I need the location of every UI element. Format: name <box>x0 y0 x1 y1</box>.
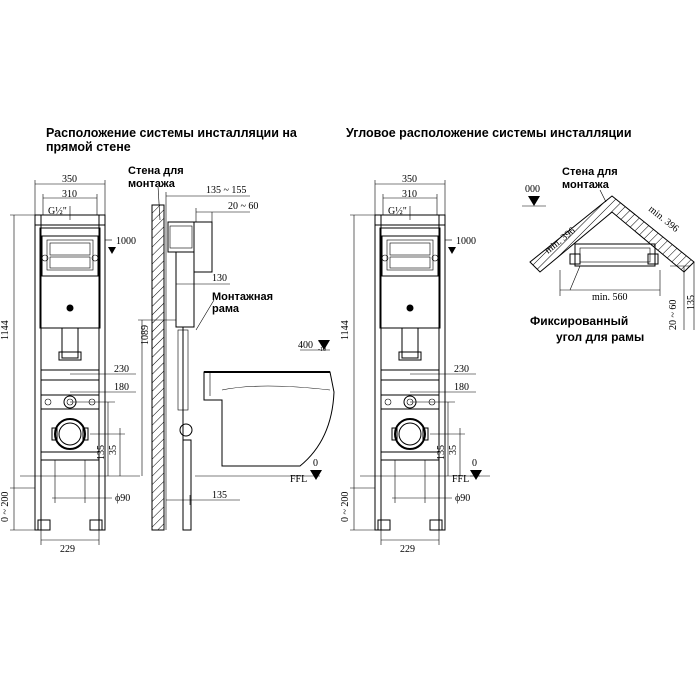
dim-1000-right: 1000 <box>456 236 476 247</box>
dim-135-corner: 135 <box>686 295 697 310</box>
dim-400-tol-minus: -10 <box>318 347 326 353</box>
dim-35-left: 35 <box>108 445 119 455</box>
dim-min560: min. 560 <box>592 292 628 303</box>
dim-130: 130 <box>212 273 227 284</box>
dim-230-left: 230 <box>114 364 129 375</box>
dim-000: 000 <box>525 184 540 195</box>
label-mount-wall-right-1: Стена для <box>562 166 618 178</box>
title-corner: Угловое расположение системы инсталляции <box>346 126 632 140</box>
dim-0-200-right: 0 ~ 200 <box>340 492 351 522</box>
dim-400-tol-plus: +10 <box>318 340 327 346</box>
dim-0-200-left: 0 ~ 200 <box>0 492 11 522</box>
zero-mark-left: 0 <box>313 458 318 469</box>
dim-230-right: 230 <box>454 364 469 375</box>
ffl-label-left: FFL <box>290 474 307 485</box>
dim-180-right: 180 <box>454 382 469 393</box>
dim-35-right: 35 <box>448 445 459 455</box>
zero-mark-right: 0 <box>472 458 477 469</box>
dim-229-left: 229 <box>60 544 75 555</box>
ffl-label-right: FFL <box>452 474 469 485</box>
dim-g12-right: G½" <box>388 206 407 217</box>
dim-1144-right: 1144 <box>340 320 351 340</box>
dim-229-right: 229 <box>400 544 415 555</box>
dim-phi90-right: ϕ90 <box>455 493 470 504</box>
dim-350-left: 350 <box>62 174 77 185</box>
dim-g12-left: G½" <box>48 206 67 217</box>
dim-20-60-right: 20 ~ 60 <box>668 300 679 330</box>
dim-135-left: 135 <box>96 445 107 460</box>
dim-20-60-left: 20 ~ 60 <box>228 201 258 212</box>
label-mount-frame-1: Монтажная <box>212 291 273 303</box>
dim-phi90-left: ϕ90 <box>115 493 130 504</box>
dim-1089: 1089 <box>140 325 151 345</box>
corner-plan-view <box>522 189 695 330</box>
dim-1144-left: 1144 <box>0 320 11 340</box>
side-view-straight <box>138 185 335 531</box>
dim-310-right: 310 <box>402 189 417 200</box>
dim-350-right: 350 <box>402 174 417 185</box>
dim-400: 400 <box>298 340 313 351</box>
label-mount-frame-2: рама <box>212 303 240 315</box>
dim-1000-left: 1000 <box>116 236 136 247</box>
label-fixed-angle-2: угол для рамы <box>556 330 644 344</box>
label-fixed-angle-1: Фиксированный <box>530 314 628 328</box>
title-straight-wall: Расположение системы инсталляции на прям… <box>46 126 297 154</box>
front-frame-straight <box>9 179 141 546</box>
label-mount-wall-right-2: монтажа <box>562 179 610 191</box>
dim-180-left: 180 <box>114 382 129 393</box>
front-frame-corner <box>349 179 481 546</box>
dim-310-left: 310 <box>62 189 77 200</box>
dim-135-side: 135 <box>212 490 227 501</box>
dim-135-right: 135 <box>436 445 447 460</box>
label-mount-wall-left-1: Стена для <box>128 165 184 177</box>
label-mount-wall-left-2: монтажа <box>128 178 176 190</box>
dim-135-155: 135 ~ 155 <box>206 185 246 196</box>
